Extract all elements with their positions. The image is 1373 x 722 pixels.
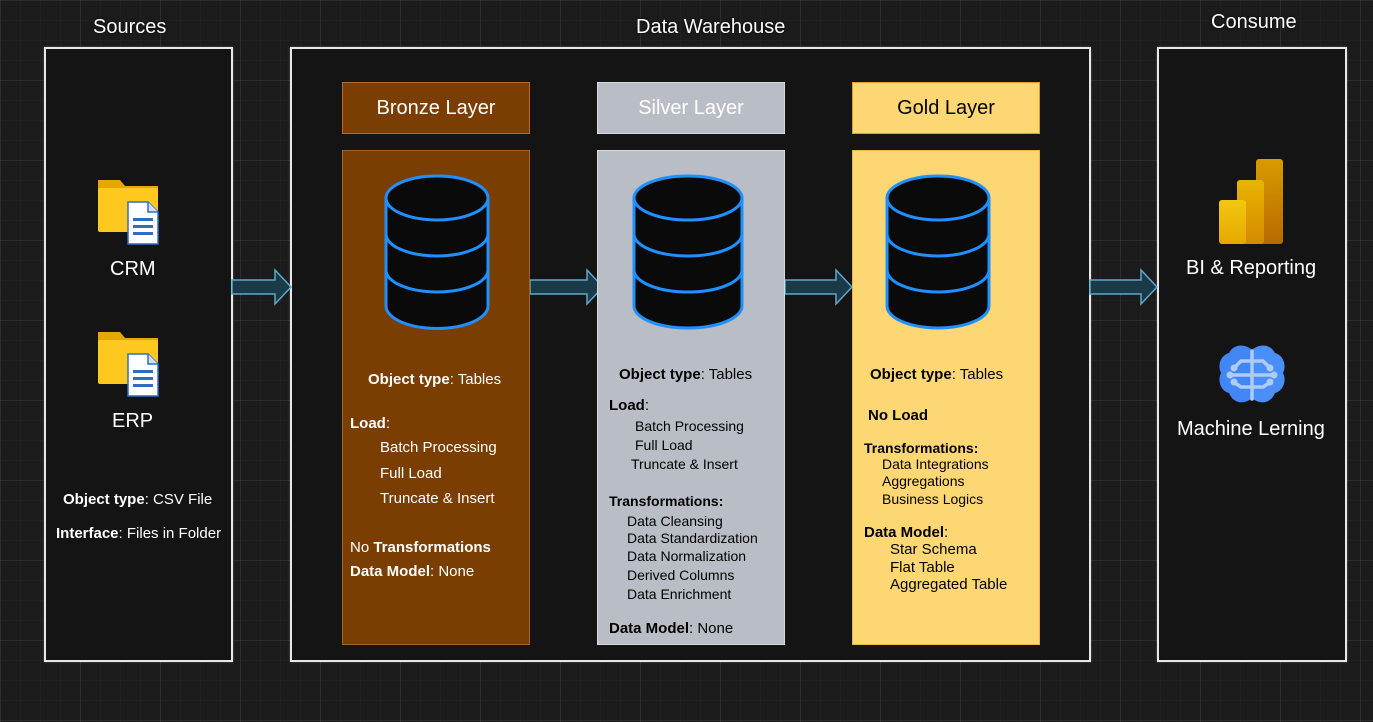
silver-transformation-item: Data Normalization bbox=[627, 548, 747, 564]
machine-learning-brain-icon bbox=[1219, 345, 1285, 403]
bronze-load-item: Truncate & Insert bbox=[380, 490, 495, 507]
flow-arrow-icon bbox=[784, 268, 854, 306]
silver-transformation-item: Derived Columns bbox=[627, 567, 735, 583]
database-icon bbox=[632, 174, 744, 330]
gold-transformation-item: Data Integrations bbox=[882, 456, 989, 472]
warehouse-heading: Data Warehouse bbox=[636, 16, 786, 38]
sources-interface: Interface: Files in Folder bbox=[56, 525, 222, 542]
bronze-object-type: Object type: Tables bbox=[368, 371, 502, 388]
gold-object-type: Object type: Tables bbox=[870, 366, 1004, 383]
bronze-transformations: No Transformations bbox=[350, 539, 491, 556]
silver-object-type: Object type: Tables bbox=[619, 366, 753, 383]
flow-arrow-icon bbox=[1089, 268, 1159, 306]
bronze-layer-title: Bronze Layer bbox=[342, 82, 530, 134]
flow-arrow-icon bbox=[529, 268, 605, 306]
gold-data-model-label: Data Model: bbox=[864, 524, 949, 541]
bi-reporting-label: BI & Reporting bbox=[1186, 257, 1317, 279]
gold-data-model-item: Star Schema bbox=[890, 541, 977, 558]
crm-label: CRM bbox=[110, 258, 156, 280]
silver-load-item: Batch Processing bbox=[635, 418, 744, 434]
database-icon bbox=[384, 174, 490, 330]
silver-transformation-item: Data Standardization bbox=[627, 530, 758, 546]
folder-document-icon bbox=[98, 332, 159, 397]
bronze-load-item: Batch Processing bbox=[380, 439, 497, 456]
silver-transformations-label: Transformations: bbox=[609, 493, 724, 509]
machine-learning-label: Machine Lerning bbox=[1177, 418, 1325, 440]
gold-transformations-label: Transformations: bbox=[864, 440, 979, 456]
sources-heading: Sources bbox=[93, 16, 167, 38]
silver-layer-title: Silver Layer bbox=[597, 82, 785, 134]
silver-transformation-item: Data Cleansing bbox=[627, 513, 723, 529]
gold-transformation-item: Business Logics bbox=[882, 491, 984, 507]
folder-document-icon bbox=[98, 180, 159, 245]
silver-data-model: Data Model: None bbox=[609, 620, 734, 637]
flow-arrow-icon bbox=[231, 268, 293, 306]
bronze-data-model: Data Model: None bbox=[350, 563, 475, 580]
erp-label: ERP bbox=[112, 410, 154, 432]
gold-transformation-item: Aggregations bbox=[882, 473, 965, 489]
bronze-load-label: Load: bbox=[350, 415, 391, 432]
gold-layer-title: Gold Layer bbox=[852, 82, 1040, 134]
database-icon bbox=[885, 174, 991, 330]
gold-no-load: No Load bbox=[868, 407, 928, 424]
silver-load-label: Load: bbox=[609, 397, 650, 414]
silver-load-item: Truncate & Insert bbox=[631, 456, 738, 472]
silver-load-item: Full Load bbox=[635, 437, 693, 453]
silver-transformation-item: Data Enrichment bbox=[627, 586, 732, 602]
sources-object-type: Object type: CSV File bbox=[63, 491, 213, 508]
consume-heading: Consume bbox=[1211, 11, 1297, 33]
bronze-load-item: Full Load bbox=[380, 465, 442, 482]
gold-data-model-item: Aggregated Table bbox=[890, 576, 1008, 593]
gold-data-model-item: Flat Table bbox=[890, 559, 955, 576]
power-bi-icon bbox=[1219, 159, 1283, 244]
